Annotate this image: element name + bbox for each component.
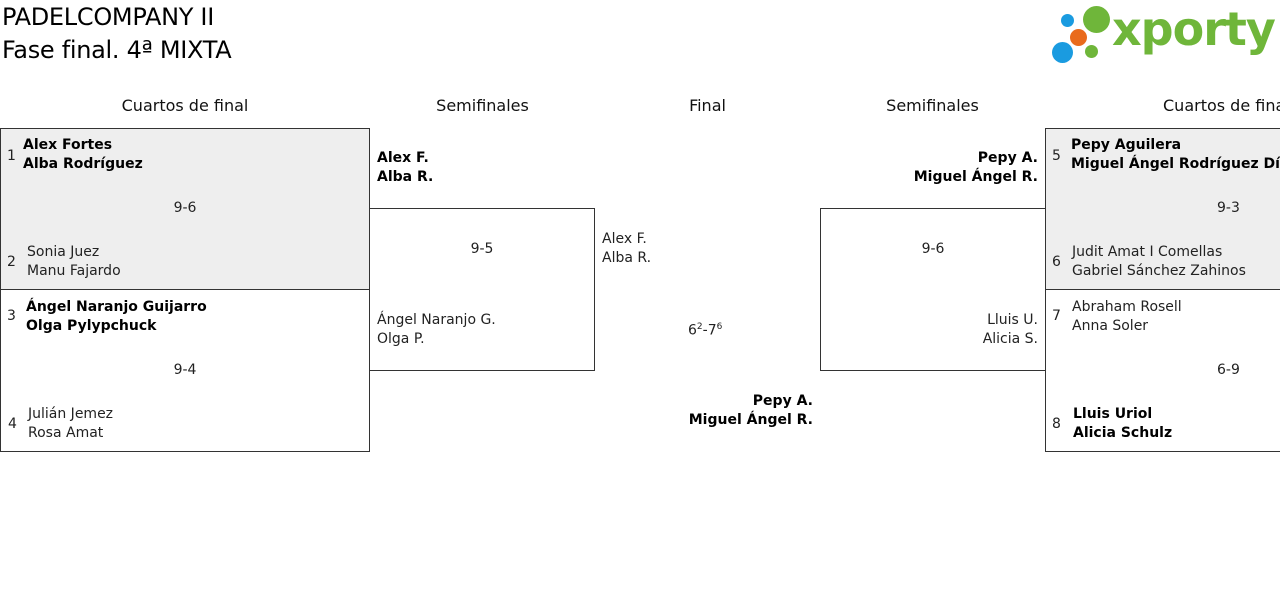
right-qf-match-2[interactable]: 7 Abraham Rosell Anna Soler 6-9 8 Lluis … <box>1045 289 1280 452</box>
left-qf-match-1[interactable]: 1 Alex Fortes Alba Rodríguez 9-6 2 Sonia… <box>0 128 370 290</box>
heading-right-quarters: Cuartos de final <box>1163 96 1280 115</box>
match-score: 9-6 <box>173 200 197 216</box>
left-semifinal-match[interactable]: 9-5 Ángel Naranjo G. Olga P. <box>369 208 595 371</box>
logo-wordmark: xporty <box>1112 2 1276 56</box>
player-name: Miguel Ángel R. <box>913 169 1038 185</box>
left-qf-match-2[interactable]: 3 Ángel Naranjo Guijarro Olga Pylypchuck… <box>0 289 370 452</box>
heading-final: Final <box>689 96 726 115</box>
seed-number: 5 <box>1052 148 1061 164</box>
heading-right-semis: Semifinales <box>886 96 979 115</box>
match-score: 9-3 <box>1217 200 1240 216</box>
logo-dot-orange <box>1070 29 1087 46</box>
player-name: Alba Rodríguez <box>23 156 143 172</box>
player-name: Judit Amat I Comellas <box>1072 244 1223 260</box>
player-name: Alex F. <box>602 231 647 247</box>
heading-left-semis: Semifinales <box>436 96 529 115</box>
logo-dot-green-large <box>1083 6 1110 33</box>
right-semifinal-match[interactable]: 9-6 Lluis U. Alicia S. <box>820 208 1046 371</box>
player-name: Pepy A. <box>977 150 1038 166</box>
match-score: 9-4 <box>173 362 197 378</box>
logo-dot-green-small <box>1085 45 1098 58</box>
xporty-logo[interactable]: xporty <box>1050 4 1276 68</box>
player-name: Ángel Naranjo G. <box>377 312 496 328</box>
right-qf-match-1[interactable]: 5 Pepy Aguilera Miguel Ángel Rodríguez D… <box>1045 128 1280 290</box>
match-score: 9-5 <box>470 241 494 257</box>
seed-number: 7 <box>1052 308 1061 324</box>
player-name: Anna Soler <box>1072 318 1149 334</box>
seed-number: 4 <box>8 416 17 432</box>
match-score: 6-9 <box>1217 362 1240 378</box>
player-name: Gabriel Sánchez Zahinos <box>1072 263 1246 279</box>
champion-player: Pepy A. <box>752 393 813 409</box>
player-name: Lluis U. <box>987 312 1038 328</box>
player-name: Alex Fortes <box>23 137 113 153</box>
player-name: Olga Pylypchuck <box>26 318 157 334</box>
seed-number: 1 <box>7 148 16 164</box>
player-name: Alicia S. <box>982 331 1038 347</box>
seed-number: 3 <box>7 308 16 324</box>
player-name: Sonia Juez <box>27 244 100 260</box>
phase-title: Fase final. 4ª MIXTA <box>2 36 232 64</box>
player-name: Abraham Rosell <box>1072 299 1182 315</box>
logo-dot-blue-large <box>1052 42 1073 63</box>
player-name: Olga P. <box>377 331 425 347</box>
player-name: Rosa Amat <box>28 425 104 441</box>
player-name: Alba R. <box>602 250 652 266</box>
heading-left-quarters: Cuartos de final <box>121 96 249 115</box>
seed-number: 2 <box>7 254 16 270</box>
seed-number: 6 <box>1052 254 1061 270</box>
final-score: 62-76 <box>688 322 723 339</box>
player-name: Lluis Uriol <box>1073 406 1153 422</box>
player-name: Alicia Schulz <box>1073 425 1173 441</box>
logo-dot-blue-small <box>1061 14 1074 27</box>
player-name: Ángel Naranjo Guijarro <box>26 299 207 315</box>
player-name: Manu Fajardo <box>27 263 121 279</box>
player-name: Julián Jemez <box>28 406 114 422</box>
player-name: Miguel Ángel Rodríguez Díaz <box>1071 156 1280 172</box>
seed-number: 8 <box>1052 416 1061 432</box>
champion-player: Miguel Ángel R. <box>688 412 813 428</box>
player-name: Alex F. <box>377 150 429 166</box>
tournament-title: PADELCOMPANY II <box>2 3 214 31</box>
player-name: Alba R. <box>377 169 434 185</box>
match-score: 9-6 <box>921 241 945 257</box>
player-name: Pepy Aguilera <box>1071 137 1182 153</box>
